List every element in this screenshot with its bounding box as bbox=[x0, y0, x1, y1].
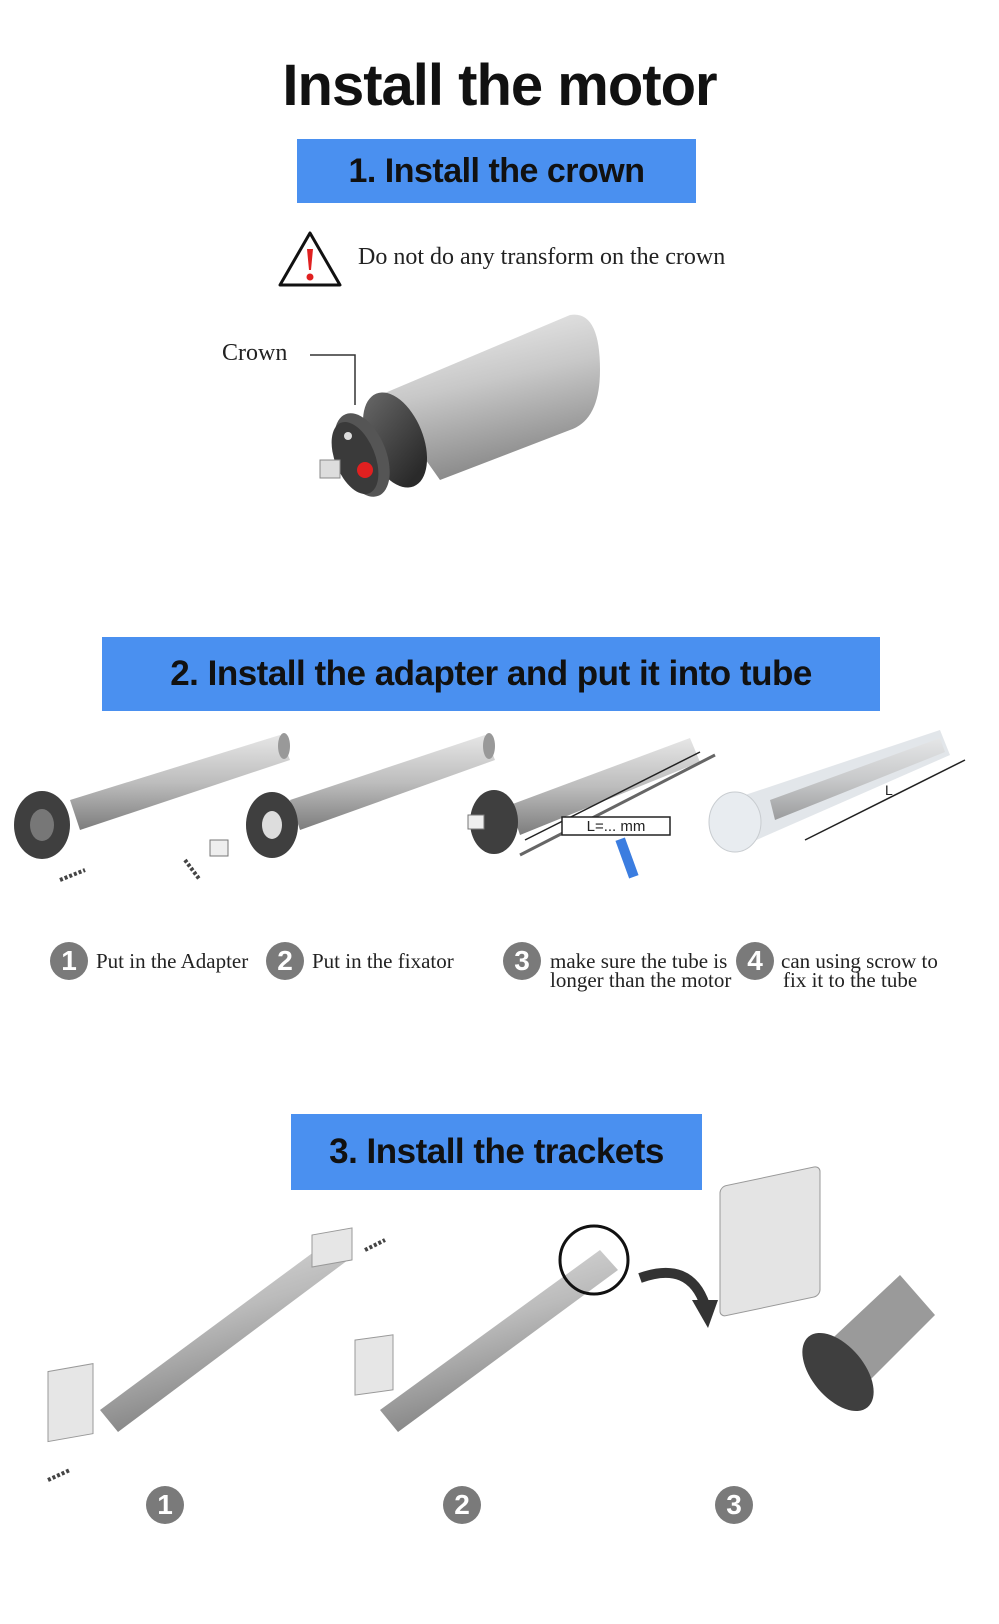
adapter-tube-illustrations: L=... mm L bbox=[14, 730, 966, 882]
step-1-text: Put in the Adapter bbox=[96, 949, 249, 973]
length-label: L bbox=[885, 782, 893, 798]
bracket-step-badge-2: 2 bbox=[443, 1486, 481, 1524]
bracket-illustrations bbox=[47, 1166, 935, 1482]
step-3-text-line1: make sure the tube is bbox=[550, 949, 728, 973]
measure-label: L=... mm bbox=[587, 818, 646, 835]
step-3-text-line2: longer than the motor bbox=[550, 968, 732, 992]
step-badge-1: 1 bbox=[50, 942, 88, 980]
curved-arrow-icon bbox=[638, 1267, 710, 1307]
step-2-text: Put in the fixator bbox=[312, 949, 454, 973]
crown-label: Crown bbox=[222, 340, 288, 366]
warning-triangle-icon bbox=[278, 231, 342, 287]
warning-text: Do not do any transform on the crown bbox=[358, 244, 726, 270]
step-badge-3: 3 bbox=[503, 942, 541, 980]
step-badge-2: 2 bbox=[266, 942, 304, 980]
page-title: Install the motor bbox=[282, 53, 717, 118]
section-1-heading: 1. Install the crown bbox=[297, 139, 696, 203]
step-badge-4: 4 bbox=[736, 942, 774, 980]
step-4-text-line1: can using scrow to bbox=[781, 949, 938, 973]
bracket-step-badge-1: 1 bbox=[146, 1486, 184, 1524]
section-3-heading: 3. Install the trackets bbox=[291, 1114, 702, 1190]
section-2-heading: 2. Install the adapter and put it into t… bbox=[102, 637, 880, 711]
bracket-step-badge-3: 3 bbox=[715, 1486, 753, 1524]
motor-crown-illustration bbox=[310, 314, 600, 497]
step-4-text-line2: fix it to the tube bbox=[783, 968, 918, 992]
